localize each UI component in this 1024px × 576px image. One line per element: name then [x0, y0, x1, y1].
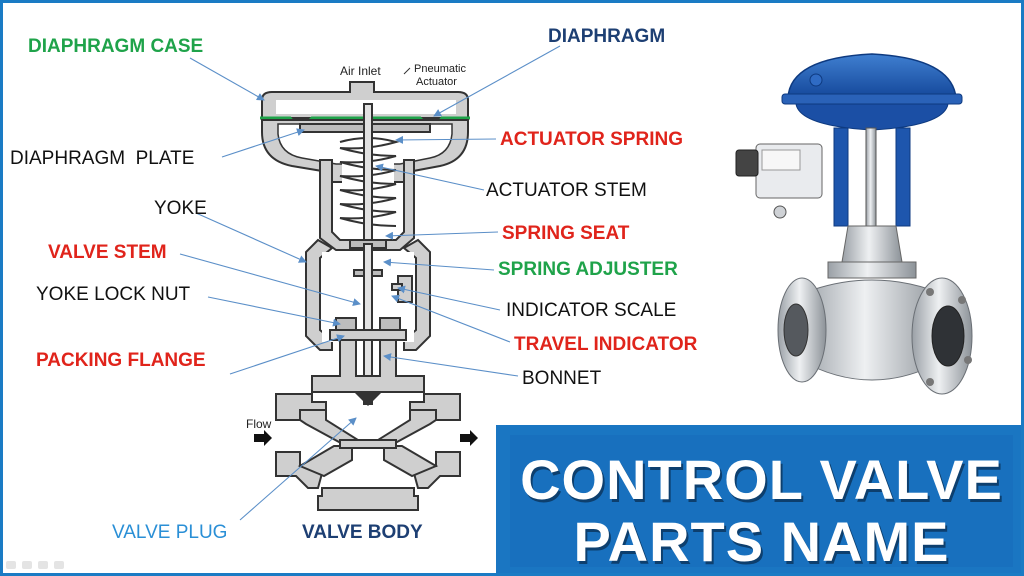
toolbar-menu-icon[interactable]	[38, 561, 48, 569]
label-diaphragm: DIAPHRAGM	[548, 26, 665, 47]
bonnet-part	[311, 339, 425, 393]
title-banner-inner: CONTROL VALVE PARTS NAME	[510, 435, 1013, 573]
label-bonnet: BONNET	[522, 368, 602, 389]
toolbar-prev-icon[interactable]	[6, 561, 16, 569]
banner-title-line-2: PARTS NAME	[573, 510, 950, 573]
toolbar-pen-icon[interactable]	[22, 561, 32, 569]
valve-plug-tip	[354, 392, 382, 406]
label-spring-adjuster: SPRING ADJUSTER	[498, 259, 678, 280]
pneumatic-pointer	[403, 67, 411, 75]
pneumatic-label-2: Actuator	[416, 76, 457, 88]
label-indicator-scale: INDICATOR SCALE	[506, 300, 676, 321]
leader-lines	[179, 45, 561, 521]
banner-title-line-1: CONTROL VALVE	[520, 448, 1003, 511]
flow-in-arrow	[254, 430, 272, 446]
slide-toolbar	[6, 559, 64, 571]
packing-flange-part	[329, 329, 407, 341]
label-actuator-stem: ACTUATOR STEM	[486, 180, 647, 201]
label-diaphragm-plate: DIAPHRAGM PLATE	[10, 148, 194, 169]
valve-cross-section	[254, 81, 478, 511]
label-spring-seat: SPRING SEAT	[502, 223, 630, 244]
valve-body-part	[275, 393, 461, 511]
toolbar-next-icon[interactable]	[54, 561, 64, 569]
actuator-stem	[363, 103, 373, 245]
label-travel-indicator: TRAVEL INDICATOR	[514, 334, 698, 355]
flow-label: Flow	[246, 417, 272, 431]
title-banner: CONTROL VALVE PARTS NAME	[496, 425, 1021, 573]
spring-housing	[319, 159, 415, 251]
flow-out-arrow	[460, 430, 478, 446]
label-diaphragm-case: DIAPHRAGM CASE	[28, 36, 203, 57]
label-valve-plug: VALVE PLUG	[112, 522, 227, 543]
label-yoke-lock-nut: YOKE LOCK NUT	[36, 284, 191, 305]
label-yoke: YOKE	[154, 198, 207, 219]
label-valve-body: VALVE BODY	[302, 522, 423, 543]
label-packing-flange: PACKING FLANGE	[36, 350, 206, 371]
pneumatic-label-1: Pneumatic	[414, 63, 466, 75]
air-inlet-label: Air Inlet	[340, 64, 381, 78]
control-valve-product-image	[735, 53, 973, 395]
label-valve-stem: VALVE STEM	[48, 242, 167, 263]
label-actuator-spring: ACTUATOR SPRING	[500, 129, 683, 150]
